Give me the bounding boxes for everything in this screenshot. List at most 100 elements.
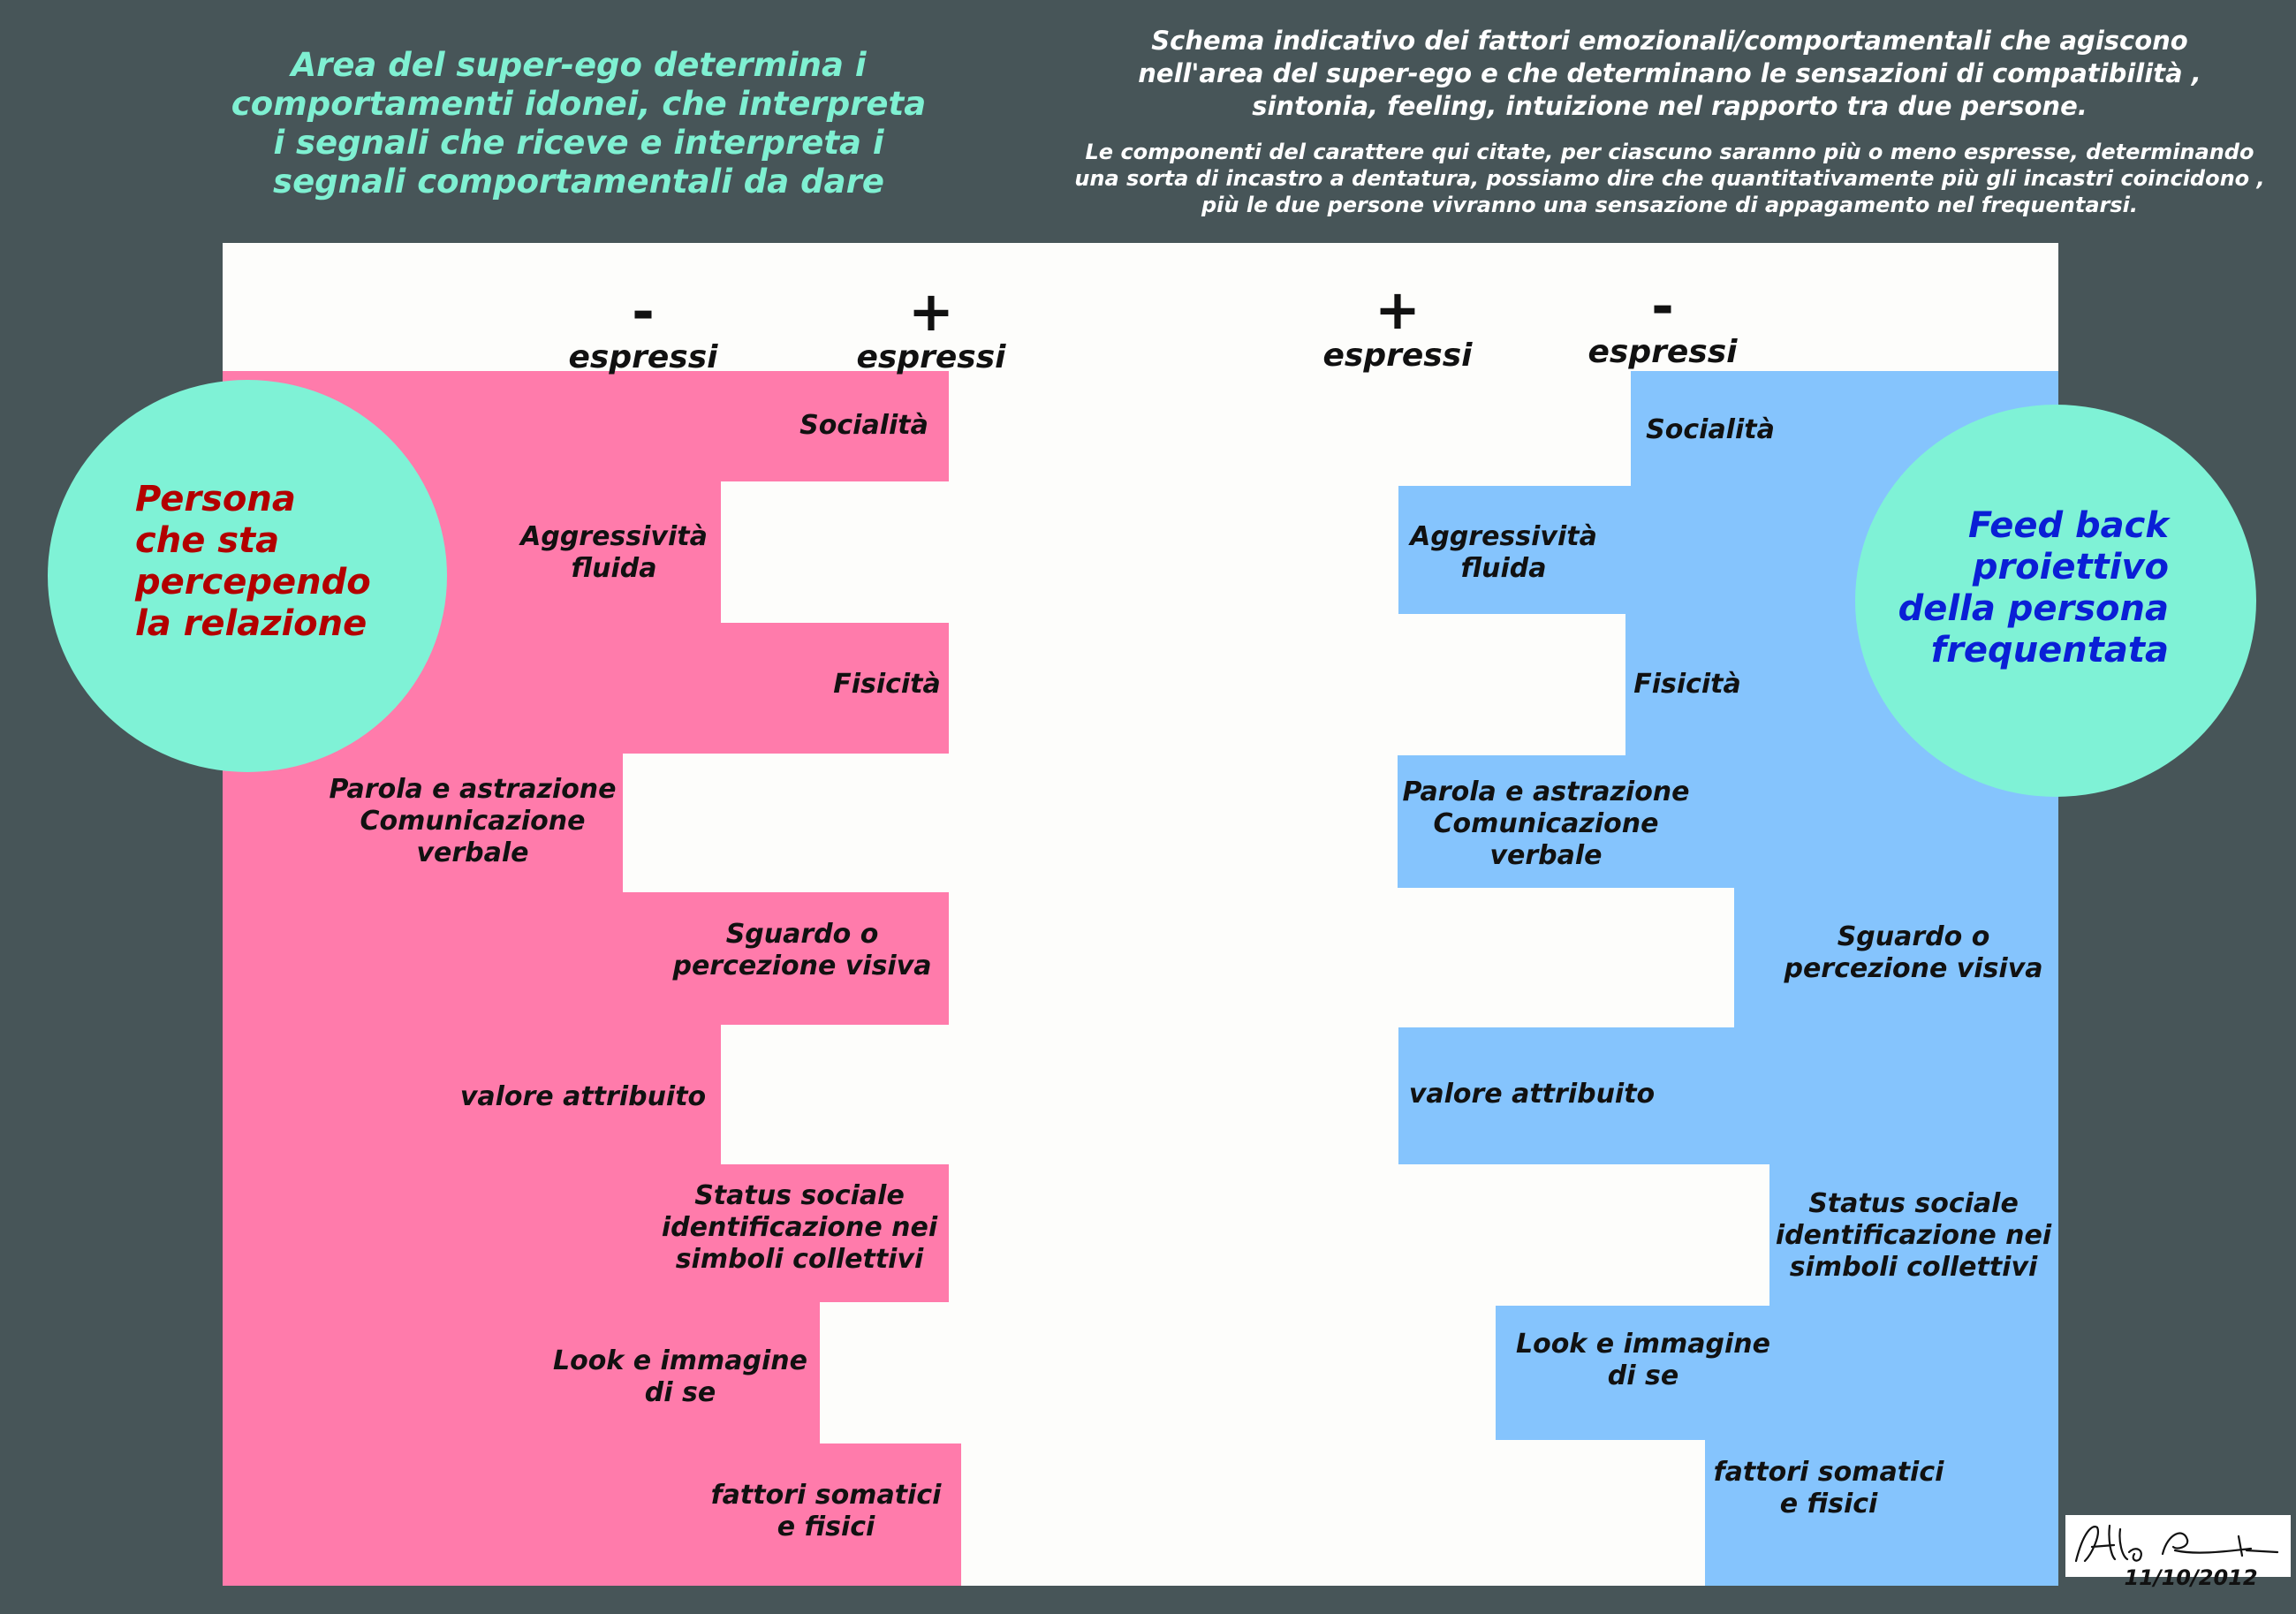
row-label-line: e fisici (1779, 1489, 1878, 1519)
row-label-line: identificazione nei (1775, 1220, 2052, 1251)
left-band-step (223, 1444, 961, 1586)
left-row-label: valore attribuito (451, 1081, 716, 1113)
minus-sign: - (632, 279, 655, 344)
right-header-sub-line: più le due persone vivranno una sensazio… (1201, 193, 2139, 217)
left-row-label: Look e immagine di se (548, 1345, 813, 1409)
row-label-line: percezione visiva (672, 951, 932, 981)
signature-icon (2074, 1524, 2279, 1563)
row-label-line: Look e immagine (552, 1345, 808, 1376)
scale-right-minus: - espressi (1574, 274, 1751, 371)
scale-right-plus: + espressi (1309, 277, 1486, 375)
right-header: Schema indicativo dei fattori emozionali… (1042, 25, 2296, 218)
row-label-line: Comunicazione (1433, 808, 1659, 839)
row-label-line: fattori somatici (710, 1480, 942, 1511)
row-label-line: Socialità (799, 410, 928, 441)
right-header-main-line: nell'area del super-ego e che determinan… (1138, 58, 2201, 88)
left-row-label: Status sociale identificazione nei simbo… (654, 1180, 945, 1276)
right-row-label: Parola e astrazione Comunicazione verbal… (1391, 777, 1701, 872)
row-label-line: identificazione nei (661, 1212, 938, 1243)
row-label-line: simboli collettivi (1789, 1252, 2038, 1283)
row-label-line: di se (1607, 1360, 1679, 1391)
plus-sign: + (1375, 277, 1421, 342)
right-band-step (1734, 888, 2058, 1027)
row-label-line: verbale (1489, 840, 1603, 871)
right-band-step (1398, 1027, 2058, 1164)
row-label-line: Look e immagine (1515, 1329, 1771, 1360)
espressi-label: espressi (568, 339, 718, 375)
espressi-label: espressi (1322, 337, 1473, 374)
left-row-label: Aggressività fluida (504, 521, 724, 585)
row-label-line: Parola e astrazione (329, 774, 617, 805)
right-row-label: Status sociale identificazione nei simbo… (1768, 1188, 2059, 1284)
left-row-label: fattori somatici e fisici (707, 1480, 945, 1543)
plus-sign: + (908, 279, 954, 344)
row-label-line: Socialità (1646, 414, 1775, 445)
row-label-line: valore attribuito (1408, 1079, 1656, 1110)
row-label-line: di se (644, 1377, 716, 1408)
right-header-main-line: Schema indicativo dei fattori emozionali… (1151, 26, 2188, 56)
right-person-line: frequentata (1930, 630, 2169, 671)
row-label-line: Status sociale (694, 1180, 905, 1211)
espressi-label: espressi (1587, 334, 1738, 370)
row-label-line: fluida (1460, 553, 1547, 584)
row-label-line: percezione visiva (1784, 953, 2043, 984)
right-row-label: Socialità (1622, 414, 1799, 446)
row-label-line: Sguardo o (1837, 921, 1990, 952)
row-label-line: Comunicazione (360, 806, 586, 837)
left-person-line: percependo (135, 562, 371, 602)
right-row-label: Aggressività fluida (1393, 521, 1614, 585)
left-band-step (223, 1164, 949, 1302)
row-label-line: Aggressività (1410, 521, 1597, 552)
left-header-line: comportamenti idonei, che interpreta (231, 85, 927, 123)
right-row-label: valore attribuito (1399, 1079, 1664, 1110)
left-person-line: Persona (135, 479, 296, 519)
right-person-line: della persona (1898, 588, 2169, 629)
left-person-label: Persona che sta percependo la relazione (135, 479, 371, 645)
signature-box (2065, 1515, 2291, 1577)
right-person-label: Feed back proiettivo della persona frequ… (1882, 505, 2169, 671)
left-band-step (223, 1302, 820, 1444)
left-row-label: Parola e astrazione Comunicazione verbal… (318, 774, 627, 869)
right-band-step (1398, 755, 2058, 888)
right-header-sub: Le componenti del carattere qui citate, … (1042, 139, 2296, 218)
right-row-label: Fisicità (1599, 669, 1776, 701)
right-header-main: Schema indicativo dei fattori emozionali… (1042, 25, 2296, 123)
right-header-sub-line: Le componenti del carattere qui citate, … (1085, 140, 2254, 164)
signature-date: 11/10/2012 (2124, 1565, 2258, 1590)
left-person-circle (48, 380, 447, 772)
row-label-line: Aggressività (520, 521, 708, 552)
right-header-main-line: sintonia, feeling, intuizione nel rappor… (1252, 91, 2088, 121)
left-header: Area del super-ego determina i comportam… (203, 46, 954, 201)
left-band-step (223, 754, 623, 892)
right-row-label: Look e immagine di se (1511, 1329, 1776, 1392)
left-row-label: Socialità (776, 410, 952, 442)
row-label-line: fattori somatici (1713, 1457, 1944, 1488)
left-header-line: Area del super-ego determina i (291, 46, 867, 84)
right-person-line: Feed back (1968, 505, 2169, 546)
left-band-step (223, 892, 949, 1025)
row-label-line: fluida (571, 553, 657, 584)
scale-left-plus: + espressi (843, 279, 1019, 376)
right-row-label: fattori somatici e fisici (1709, 1457, 1948, 1520)
row-label-line: Fisicità (833, 669, 941, 700)
row-label-line: Parola e astrazione (1402, 777, 1690, 807)
left-row-label: Fisicità (799, 669, 975, 701)
left-header-line: i segnali che riceve e interpreta i (273, 124, 884, 162)
minus-sign: - (1651, 274, 1674, 338)
scale-left-minus: - espressi (555, 279, 731, 376)
left-row-label: Sguardo o percezione visiva (670, 919, 935, 982)
row-label-line: Status sociale (1808, 1188, 2019, 1219)
row-label-line: valore attribuito (459, 1081, 707, 1112)
row-label-line: simboli collettivi (675, 1244, 924, 1275)
right-header-sub-line: una sorta di incastro a dentatura, possi… (1074, 166, 2265, 191)
espressi-label: espressi (856, 339, 1006, 375)
left-header-line: segnali comportamentali da dare (273, 163, 884, 201)
right-row-label: Sguardo o percezione visiva (1781, 921, 2046, 985)
row-label-line: e fisici (777, 1512, 875, 1542)
row-label-line: verbale (416, 837, 529, 868)
row-label-line: Fisicità (1633, 669, 1741, 700)
right-person-circle (1855, 405, 2256, 797)
row-label-line: Sguardo o (725, 919, 879, 950)
right-person-line: proiettivo (1972, 547, 2169, 587)
left-person-line: la relazione (135, 603, 368, 644)
